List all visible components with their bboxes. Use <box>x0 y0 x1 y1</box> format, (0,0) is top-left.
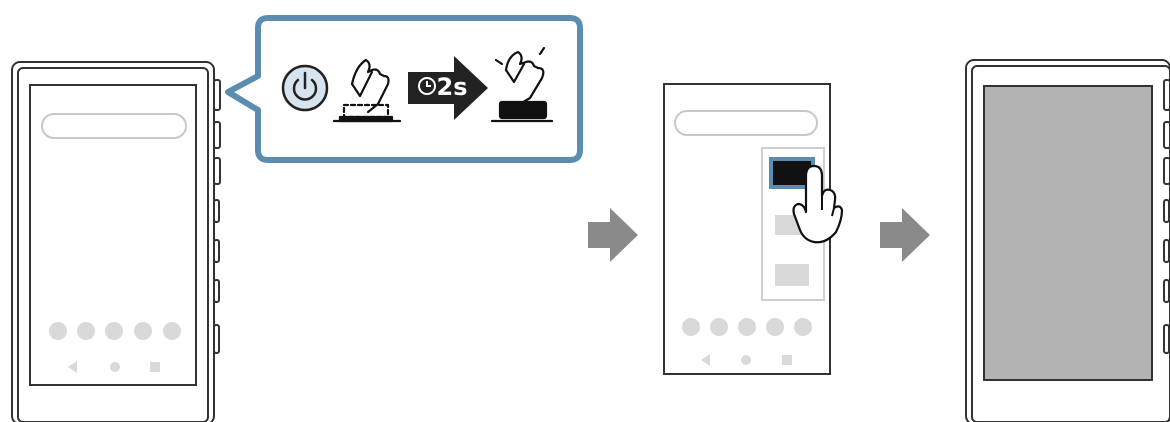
menu-search-bar <box>674 110 818 136</box>
menu-app-dots <box>682 318 812 336</box>
other-option[interactable] <box>775 264 809 286</box>
home-nav-bar <box>68 361 160 373</box>
hold-duration-label: 2s <box>437 73 468 101</box>
hold-arrow: 2s <box>408 56 488 120</box>
step-arrow-1 <box>588 208 638 262</box>
home-search-bar <box>41 113 187 139</box>
instruction-callout <box>225 15 583 163</box>
timer-icon <box>418 77 436 95</box>
finger-hold-icon <box>490 46 554 123</box>
step-arrow-2 <box>880 208 930 262</box>
device-screen-off <box>965 59 1170 422</box>
finger-press-icon <box>332 58 402 123</box>
power-button-icon <box>281 64 329 112</box>
menu-nav-bar <box>701 354 792 366</box>
tap-hand-icon <box>792 164 844 244</box>
home-app-dots <box>49 322 181 340</box>
